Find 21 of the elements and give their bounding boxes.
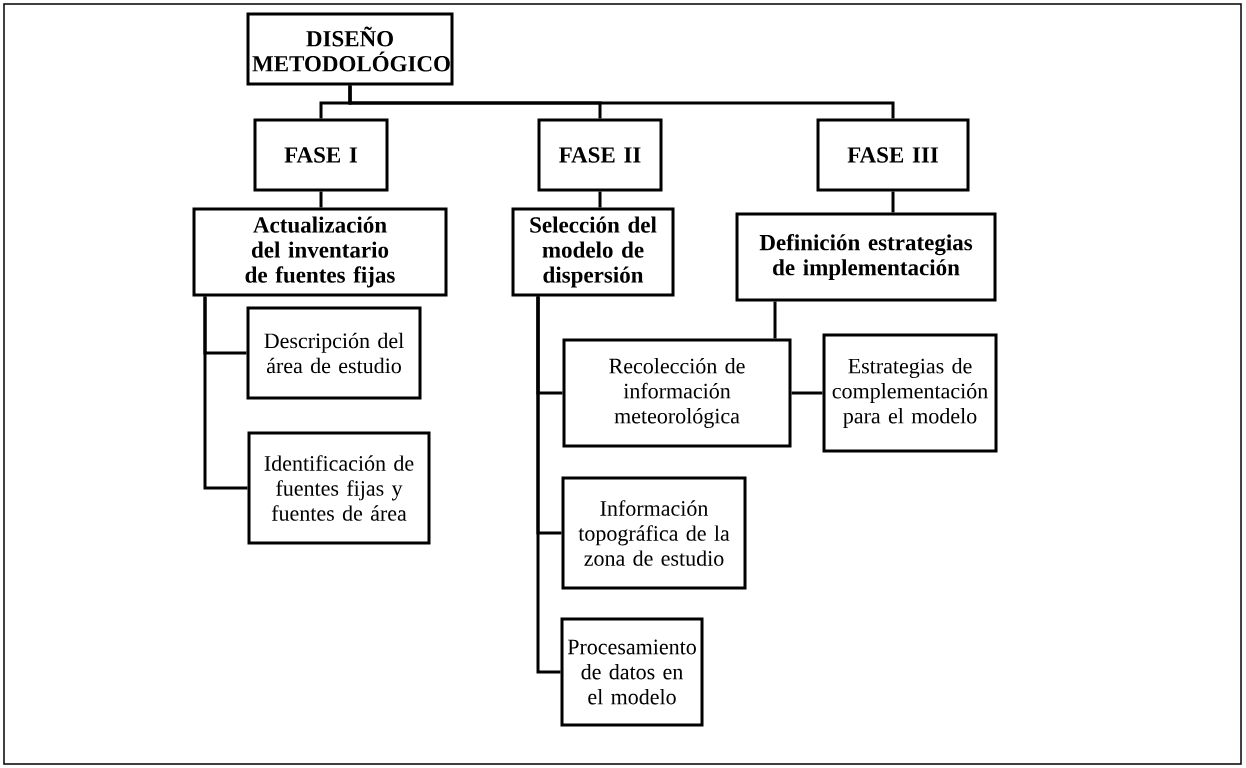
connector-line <box>598 191 602 208</box>
connector-line <box>319 191 323 208</box>
process-box: Procesamiento de datos en el modelo <box>560 617 704 727</box>
connector-line <box>203 296 248 490</box>
process-box: Descripción del área de estudio <box>246 306 422 400</box>
heading-box: Actualización del inventario de fuentes fijas <box>192 207 448 297</box>
connector-line <box>891 191 895 213</box>
heading-box: Selección del modelo de dispersión <box>511 207 675 297</box>
process-box: Recolección de información meteorológica <box>562 338 792 448</box>
heading-box: FASE II <box>537 118 663 192</box>
process-box: Información topográfica de la zona de estudio <box>561 476 747 590</box>
heading-box: FASE III <box>816 118 970 192</box>
connector-line <box>791 391 823 395</box>
process-box: Estrategias de complementación para el modelo <box>822 333 998 453</box>
heading-box: DISEÑO METODOLÓGICO <box>246 12 454 86</box>
connector-line <box>773 301 777 339</box>
process-box: Identificación de fuentes fijas y fuentes de área <box>247 431 431 545</box>
heading-box: Definición estrategias de implementación <box>735 212 997 302</box>
connector-line <box>348 85 895 119</box>
heading-box: FASE I <box>253 118 389 192</box>
connector-line <box>536 296 561 674</box>
